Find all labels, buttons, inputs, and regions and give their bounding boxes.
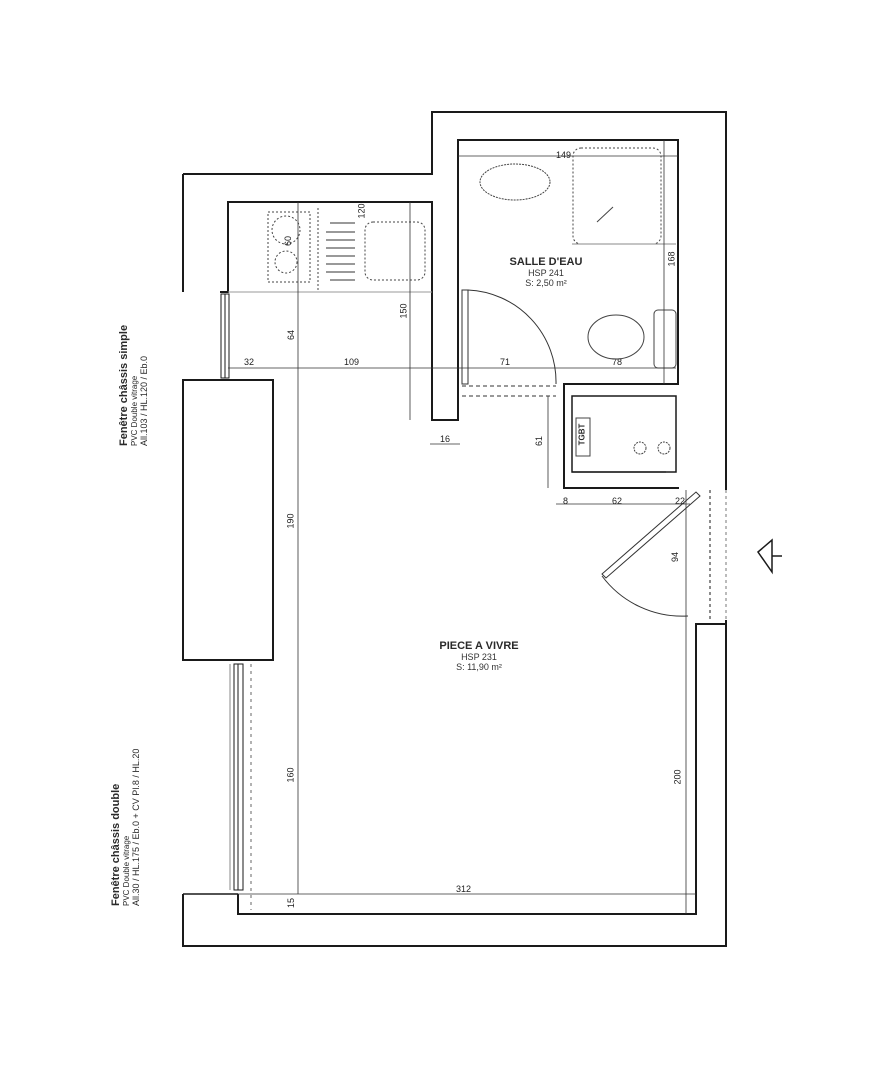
room-name: PIECE A VIVRE [439, 640, 519, 652]
room-hsp: HSP 241 [528, 268, 564, 278]
tgbt-panel [575, 417, 591, 457]
room-surface: S: 2,50 m² [525, 278, 567, 288]
window-title: Fenêtre châssis double [110, 783, 122, 906]
sink-label: 120 [356, 203, 367, 219]
room-label-piece-vivre: PIECE A VIVRE HSP 231 S: 11,90 m² [414, 640, 544, 672]
dim-16: 16 [440, 434, 451, 444]
entrance-door-swing [601, 575, 689, 617]
sink-basin [364, 221, 426, 281]
entrance-door-leaf [601, 491, 701, 579]
dim-64: 64 [286, 329, 297, 341]
bathroom-door-leaf [461, 289, 469, 385]
bathroom-door-swing [467, 289, 557, 385]
window-spec: All.103 / HL.120 / Eb.0 [139, 355, 149, 446]
toilet [587, 314, 645, 360]
room-name: SALLE D'EAU [509, 256, 583, 268]
outer-wall [183, 111, 727, 490]
window-title: Fenêtre châssis simple [118, 324, 130, 446]
room-surface: S: 11,90 m² [456, 662, 502, 672]
wall-pillar [182, 379, 274, 661]
dim-32: 32 [244, 357, 255, 367]
window-double-annotation: Fenêtre châssis double PVC Double vitrag… [110, 656, 156, 906]
hob [267, 211, 311, 283]
dim-109: 109 [344, 357, 360, 367]
window-spec: All.30 / HL.175 / Eb.0 + CV Pl.8 / HL.20 [131, 748, 141, 906]
tgbt-label: TGBT [577, 423, 587, 446]
outer-wall-right-lower [182, 620, 727, 947]
dim-8: 8 [563, 496, 569, 506]
room-label-salle-eau: SALLE D'EAU HSP 241 S: 2,50 m² [496, 256, 596, 288]
dim-15: 15 [286, 897, 297, 909]
dim-61: 61 [534, 435, 545, 447]
dim-150: 150 [398, 303, 409, 319]
dim-168: 168 [666, 251, 677, 267]
window-simple-annotation: Fenêtre châssis simple PVC Double vitrag… [118, 236, 164, 446]
window-type: PVC Double vitrage [122, 835, 131, 906]
dim-22: 22 [675, 496, 686, 506]
tgbt-closet [571, 395, 677, 473]
living-inner-wall [237, 623, 726, 915]
meter-circle-2 [657, 441, 671, 455]
dim-312: 312 [456, 884, 472, 894]
meter-circle-1 [633, 441, 647, 455]
dim-190: 190 [285, 513, 296, 529]
dim-149: 149 [556, 150, 572, 160]
entrance-arrow-icon [756, 538, 782, 575]
dim-71: 71 [500, 357, 511, 367]
room-hsp: HSP 231 [461, 652, 497, 662]
dim-78: 78 [612, 357, 623, 367]
hob-label: 60 [283, 235, 294, 247]
dim-62: 62 [612, 496, 623, 506]
window-type: PVC Double vitrage [130, 375, 139, 446]
dim-94: 94 [670, 551, 681, 563]
shower-tray [572, 147, 662, 245]
washbasin [479, 163, 551, 201]
dim-160: 160 [285, 767, 296, 783]
kitchen-wall [220, 139, 679, 489]
dim-200: 200 [672, 769, 683, 785]
